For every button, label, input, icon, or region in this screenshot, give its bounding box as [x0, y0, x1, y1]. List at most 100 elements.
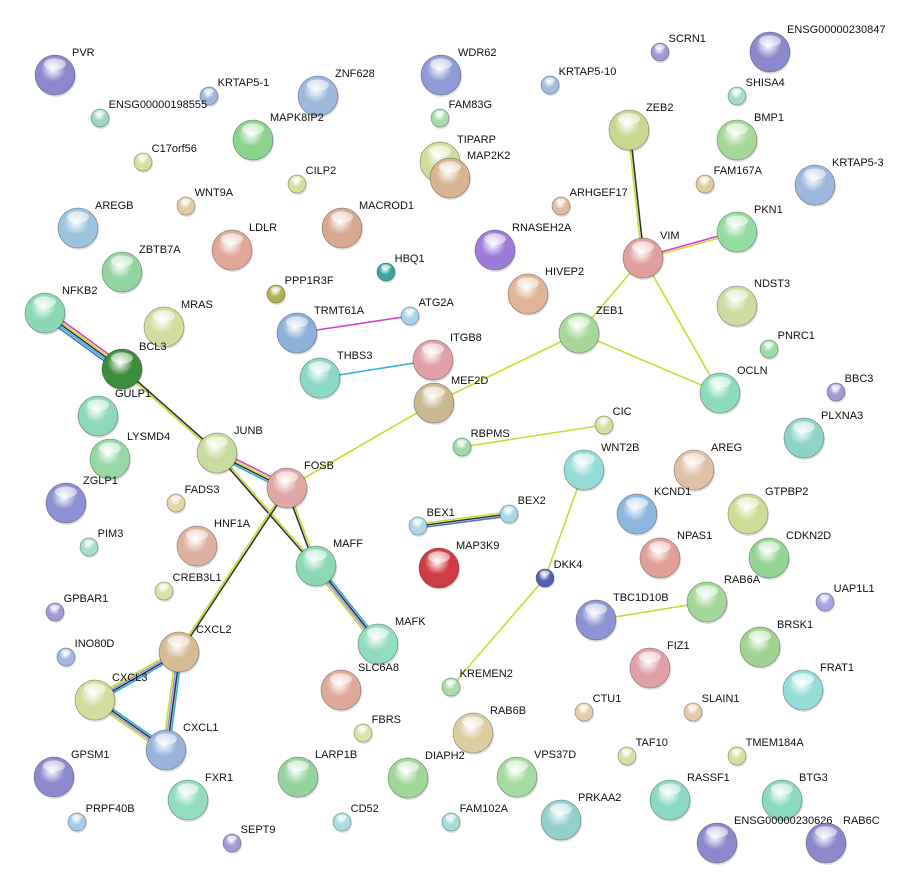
- node-hivep2[interactable]: HIVEP2: [507, 266, 584, 316]
- node-pkn1[interactable]: PKN1: [716, 204, 783, 254]
- node-wnt9a[interactable]: WNT9A: [176, 187, 234, 217]
- node-shisa4[interactable]: SHISA4: [727, 77, 785, 107]
- node-krtap5-3[interactable]: KRTAP5-3: [794, 157, 884, 207]
- node-cd52[interactable]: CD52: [332, 803, 379, 833]
- node-frat1[interactable]: FRAT1: [782, 662, 854, 712]
- node-fam167a[interactable]: FAM167A: [695, 165, 763, 195]
- node-fam83g[interactable]: FAM83G: [430, 99, 492, 129]
- node-atg2a[interactable]: ATG2A: [400, 297, 455, 327]
- node-maff[interactable]: MAFF: [295, 538, 363, 588]
- node-uap1l1[interactable]: UAP1L1: [815, 583, 875, 613]
- node-rab6a[interactable]: RAB6A: [686, 574, 761, 624]
- node-vps37d[interactable]: VPS37D: [496, 749, 576, 799]
- edge-vim-ocln[interactable]: [642, 257, 721, 394]
- node-mras[interactable]: MRAS: [143, 299, 213, 349]
- node-gtpbp2[interactable]: GTPBP2: [727, 486, 808, 536]
- node-mef2d[interactable]: MEF2D: [413, 375, 488, 425]
- node-macrod1[interactable]: MACROD1: [321, 200, 414, 250]
- node-gpsm1[interactable]: GPSM1: [33, 749, 110, 799]
- edge-zeb1-mef2d[interactable]: [433, 332, 580, 404]
- node-cilp2[interactable]: CILP2: [287, 165, 336, 195]
- node-dkk4[interactable]: DKK4: [535, 559, 582, 589]
- node-zbtb7a[interactable]: ZBTB7A: [101, 244, 181, 294]
- node-cdkn2d[interactable]: CDKN2D: [748, 530, 831, 580]
- node-bbc3[interactable]: BBC3: [826, 373, 873, 403]
- node-ocln[interactable]: OCLN: [699, 365, 768, 415]
- edge-dkk4-kremen2[interactable]: [450, 577, 546, 688]
- node-pvr[interactable]: PVR: [34, 47, 95, 97]
- node-larp1b[interactable]: LARP1B: [277, 749, 357, 799]
- node-zeb2[interactable]: ZEB2: [608, 102, 674, 152]
- node-creb3l1[interactable]: CREB3L1: [154, 572, 222, 602]
- node-fbrs[interactable]: FBRS: [353, 714, 401, 744]
- node-bex2[interactable]: BEX2: [499, 495, 546, 525]
- node-areg[interactable]: AREG: [673, 442, 742, 492]
- node-gulp1[interactable]: GULP1: [77, 388, 151, 438]
- node-thbs3[interactable]: THBS3: [299, 350, 372, 400]
- node-ensg00000230847[interactable]: ENSG00000230847: [749, 24, 885, 74]
- edge-rbpms-cic[interactable]: [461, 424, 605, 448]
- node-kremen2[interactable]: KREMEN2: [441, 668, 513, 698]
- node-tbc1d10b[interactable]: TBC1D10B: [575, 592, 669, 642]
- node-npas1[interactable]: NPAS1: [639, 530, 712, 580]
- node-pim3[interactable]: PIM3: [79, 528, 123, 558]
- node-kcnd1[interactable]: KCND1: [616, 486, 691, 536]
- node-krtap5-10[interactable]: KRTAP5-10: [540, 66, 616, 96]
- node-ensg00000198555[interactable]: ENSG00000198555: [90, 99, 207, 129]
- node-hnf1a[interactable]: HNF1A: [176, 518, 251, 568]
- node-fam102a[interactable]: FAM102A: [441, 803, 509, 833]
- node-ppp1r3f[interactable]: PPP1R3F: [266, 275, 334, 305]
- node-cxcl3[interactable]: CXCL3: [74, 672, 147, 722]
- node-wdr62[interactable]: WDR62: [420, 47, 497, 97]
- node-prpf40b[interactable]: PRPF40B: [67, 803, 135, 833]
- node-wnt2b[interactable]: WNT2B: [563, 442, 640, 492]
- node-mafk[interactable]: MAFK: [357, 616, 426, 666]
- node-arhgef17[interactable]: ARHGEF17: [551, 187, 628, 217]
- node-aregb[interactable]: AREGB: [57, 200, 134, 250]
- node-diaph2[interactable]: DIAPH2: [387, 750, 465, 800]
- node-junb[interactable]: JUNB: [196, 425, 263, 475]
- node-zeb1[interactable]: ZEB1: [558, 305, 624, 355]
- node-ino80d[interactable]: INO80D: [56, 638, 114, 668]
- node-ensg00000230626[interactable]: ENSG00000230626: [696, 815, 832, 865]
- edge-mef2d-fosb[interactable]: [286, 402, 435, 489]
- edge-bcl3-junb[interactable]: [120, 367, 219, 455]
- node-rab6c[interactable]: RAB6C: [805, 815, 880, 865]
- node-gpbar1[interactable]: GPBAR1: [45, 593, 108, 623]
- node-bmp1[interactable]: BMP1: [716, 112, 784, 162]
- node-tmem184a[interactable]: TMEM184A: [727, 737, 804, 767]
- node-zglp1[interactable]: ZGLP1: [45, 475, 118, 525]
- node-rab6b[interactable]: RAB6B: [452, 705, 526, 755]
- node-scrn1[interactable]: SCRN1: [650, 33, 706, 63]
- node-ctu1[interactable]: CTU1: [574, 693, 621, 723]
- node-slain1[interactable]: SLAIN1: [683, 693, 740, 723]
- node-mapk8ip2[interactable]: MAPK8IP2: [232, 112, 324, 162]
- node-nfkb2[interactable]: NFKB2: [24, 285, 97, 335]
- node-znf628[interactable]: ZNF628: [297, 68, 375, 118]
- node-bex1[interactable]: BEX1: [408, 507, 455, 537]
- node-krtap5-1[interactable]: KRTAP5-1: [199, 77, 269, 107]
- node-c17orf56[interactable]: C17orf56: [133, 143, 197, 173]
- node-prkaa2[interactable]: PRKAA2: [540, 792, 621, 842]
- node-slc6a8[interactable]: SLC6A8: [320, 662, 399, 712]
- node-brsk1[interactable]: BRSK1: [739, 619, 813, 669]
- node-fxr1[interactable]: FXR1: [167, 772, 233, 822]
- node-map3k9[interactable]: MAP3K9: [418, 540, 499, 590]
- node-ldlr[interactable]: LDLR: [211, 222, 277, 272]
- node-btg3[interactable]: BTG3: [761, 772, 828, 822]
- node-rassf1[interactable]: RASSF1: [649, 772, 730, 822]
- edge-zeb2-vim[interactable]: [627, 129, 645, 259]
- node-taf10[interactable]: TAF10: [617, 737, 668, 767]
- node-ndst3[interactable]: NDST3: [716, 278, 790, 328]
- node-fads3[interactable]: FADS3: [166, 484, 220, 514]
- node-map2k2[interactable]: MAP2K2: [429, 150, 510, 200]
- node-cic[interactable]: CIC: [594, 406, 632, 436]
- node-rbpms[interactable]: RBPMS: [452, 428, 510, 458]
- node-bcl3[interactable]: BCL3: [101, 341, 167, 391]
- edge-junb-maff[interactable]: [215, 451, 318, 568]
- node-pnrc1[interactable]: PNRC1: [759, 330, 815, 360]
- node-cxcl2[interactable]: CXCL2: [158, 624, 231, 674]
- node-trmt61a[interactable]: TRMT61A: [276, 305, 365, 355]
- node-sept9[interactable]: SEPT9: [222, 824, 276, 854]
- node-lysmd4[interactable]: LYSMD4: [89, 431, 170, 481]
